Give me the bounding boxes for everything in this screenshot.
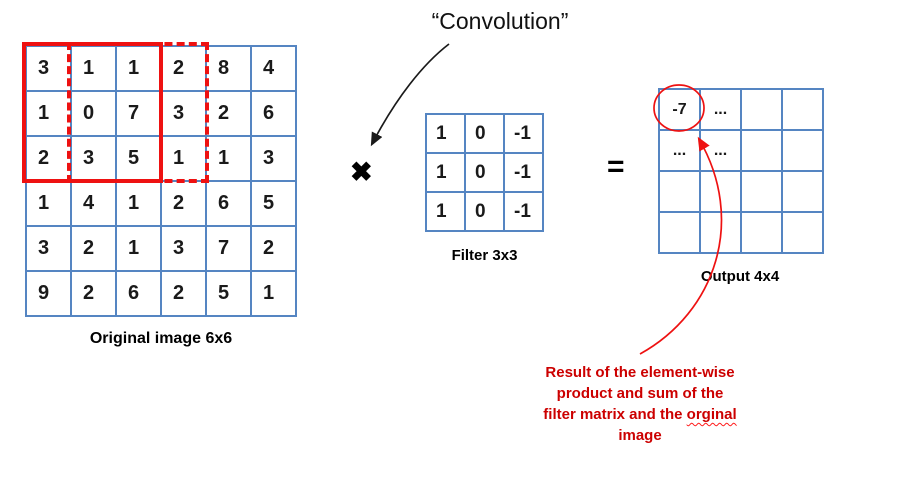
multiply-operator: ✖ [350,157,373,187]
grid-cell: 5 [251,181,296,226]
grid-cell: 6 [251,91,296,136]
annotation-line-prefix: filter matrix and the [543,406,687,423]
grid-cell: 0 [465,192,504,231]
grid-cell: 2 [161,181,206,226]
grid-cell: 2 [161,271,206,316]
grid-cell [782,212,823,253]
annotation-text: Result of the element-wise product and s… [500,362,780,446]
grid-cell: 1 [251,271,296,316]
equals-operator: = [607,150,625,183]
grid-cell [782,89,823,130]
grid-cell: 8 [206,46,251,91]
grid-cell: 2 [71,271,116,316]
grid-cell: ... [659,130,700,171]
grid-cell [700,212,741,253]
grid-cell: ... [700,130,741,171]
grid-cell: 3 [71,136,116,181]
grid-cell: -1 [504,153,543,192]
grid-cell: -1 [504,192,543,231]
grid-cell: 3 [26,46,71,91]
grid-cell: 9 [26,271,71,316]
grid-cell: 2 [206,91,251,136]
grid-cell: 7 [206,226,251,271]
grid-cell: 1 [426,192,465,231]
grid-cell: 1 [161,136,206,181]
grid-cell: 1 [426,114,465,153]
grid-cell: 5 [206,271,251,316]
grid-cell: 6 [116,271,161,316]
annotation-line: Result of the element-wise [545,364,735,381]
grid-cell: 1 [426,153,465,192]
grid-cell: 1 [71,46,116,91]
output-label: Output 4x4 [700,268,780,285]
grid-cell [741,89,782,130]
grid-cell: 6 [206,181,251,226]
annotation-line: image [618,427,662,444]
grid-cell: 4 [251,46,296,91]
grid-cell: 1 [206,136,251,181]
filter-label: Filter 3x3 [451,247,518,264]
grid-cell: 1 [116,46,161,91]
grid-cell: 1 [116,181,161,226]
diagram-title: “Convolution” [431,8,569,34]
grid-cell: 0 [465,153,504,192]
grid-cell [659,212,700,253]
output-grid: -7......... [658,88,824,254]
grid-cell [700,171,741,212]
grid-cell: 0 [71,91,116,136]
misspelled-word: orginal [686,406,737,423]
grid-cell: 1 [116,226,161,271]
grid-cell: 4 [71,181,116,226]
grid-cell [782,171,823,212]
grid-cell: 0 [465,114,504,153]
grid-cell: 2 [26,136,71,181]
annotation-line: filter matrix and the orginal [500,404,780,425]
grid-cell: 2 [161,46,206,91]
grid-cell: 2 [71,226,116,271]
original-image-label: Original image 6x6 [89,330,233,347]
grid-cell [741,212,782,253]
grid-cell [741,130,782,171]
grid-cell: -1 [504,114,543,153]
grid-cell: ... [700,89,741,130]
grid-cell: 3 [161,91,206,136]
grid-cell: -7 [659,89,700,130]
grid-cell [741,171,782,212]
grid-cell: 2 [251,226,296,271]
grid-cell: 1 [26,91,71,136]
grid-cell: 3 [161,226,206,271]
grid-cell: 7 [116,91,161,136]
grid-cell [782,130,823,171]
grid-cell: 5 [116,136,161,181]
grid-cell: 1 [26,181,71,226]
grid-cell: 3 [26,226,71,271]
annotation-line: product and sum of the [556,385,724,402]
grid-cell: 3 [251,136,296,181]
grid-cell [659,171,700,212]
